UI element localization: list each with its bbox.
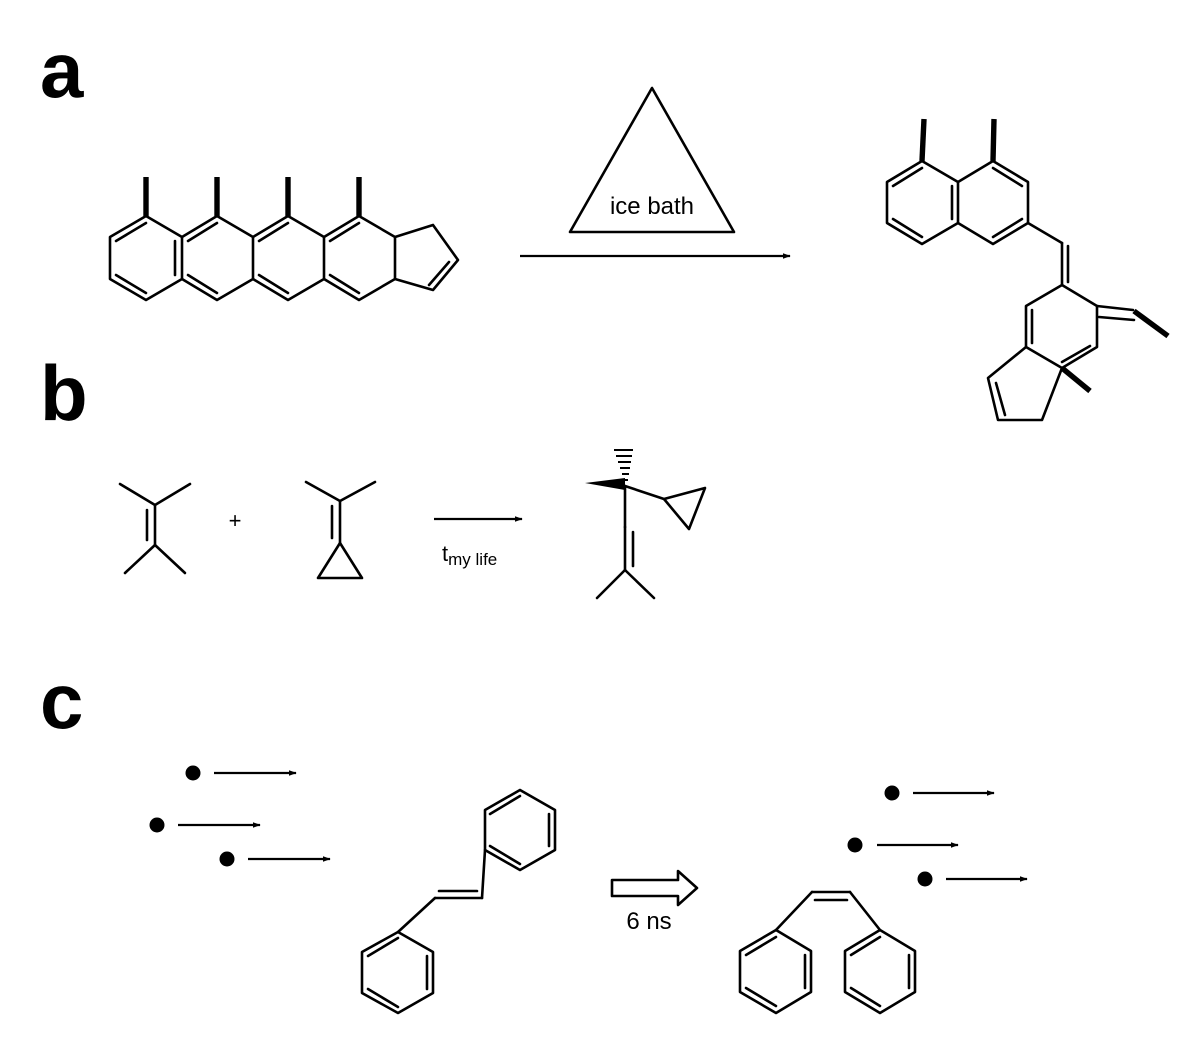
heat-triangle-icon — [568, 86, 736, 234]
photon-dot-icon — [847, 837, 863, 853]
condition-label-c: 6 ns — [626, 908, 671, 935]
condition-main: t — [442, 541, 448, 566]
incoming-photons — [149, 765, 331, 867]
tetramethylethylene — [118, 482, 192, 575]
acene-product — [885, 118, 1170, 422]
photon-dot-icon — [185, 765, 201, 781]
acene-reactant — [108, 177, 460, 302]
photon-dot-icon — [149, 817, 165, 833]
plus-sign: + — [229, 508, 242, 533]
condition-label-b: tmy life — [442, 541, 497, 569]
reaction-arrow-c — [610, 869, 699, 907]
condition-label-a: ice bath — [610, 193, 694, 220]
panel-letter-b: b — [40, 349, 88, 437]
isopropylidenecyclopropane — [304, 480, 377, 580]
photon-dot-icon — [219, 851, 235, 867]
outgoing-photons — [847, 785, 1028, 887]
panel-a: a ice bath — [40, 26, 1170, 422]
panel-letter-c: c — [40, 657, 83, 745]
photon-dot-icon — [884, 785, 900, 801]
trans-stilbene — [360, 788, 557, 1015]
panel-c: c 6 ns — [40, 657, 1028, 1015]
panel-b: b + tmy life — [40, 349, 707, 600]
cis-stilbene — [738, 890, 917, 1015]
ene-product — [585, 449, 707, 600]
panel-letter-a: a — [40, 26, 84, 114]
photon-dot-icon — [917, 871, 933, 887]
condition-subscript: my life — [448, 550, 497, 569]
